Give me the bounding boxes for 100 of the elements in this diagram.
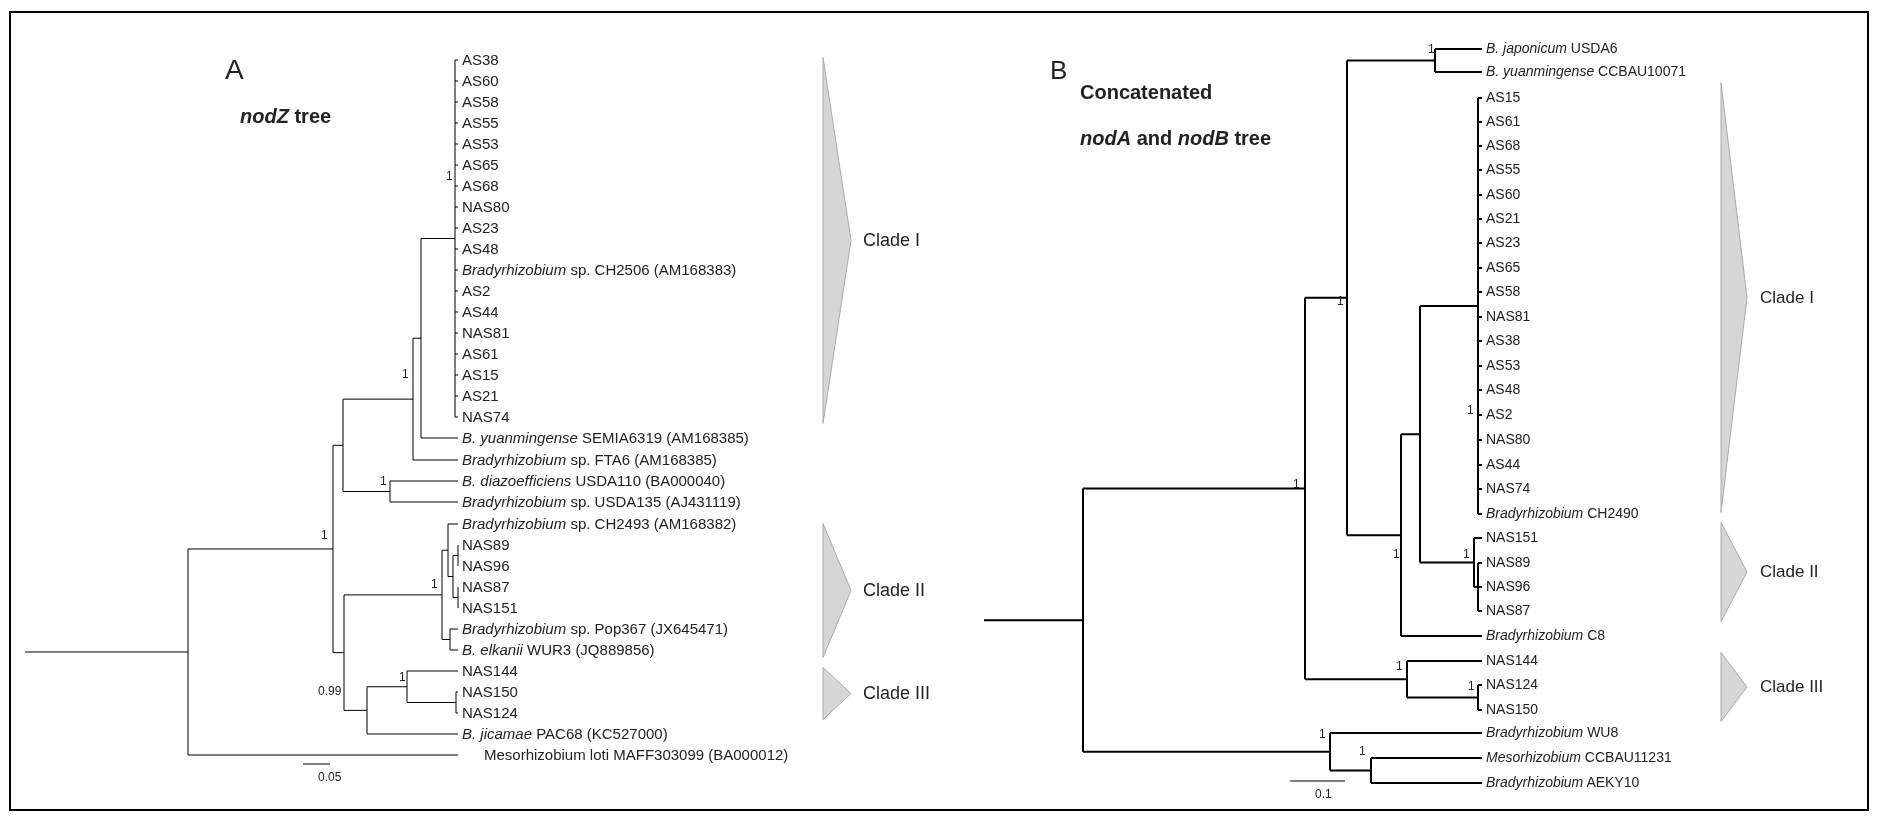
scale-label: 0.05 — [318, 771, 342, 785]
taxon-label: AS23 — [462, 219, 499, 237]
clade-triangle — [1720, 652, 1748, 722]
taxon-label: AS23 — [1486, 235, 1521, 251]
clade-label: Clade III — [863, 683, 931, 704]
taxon-label: AS2 — [462, 282, 491, 300]
taxon-label: NAS74 — [462, 408, 510, 426]
scale-label: 0.1 — [1315, 788, 1332, 802]
clade-triangle — [1720, 522, 1748, 622]
taxon-label: NAS144 — [1486, 653, 1539, 669]
taxon-label: Bradyrhizobium AEKY10 — [1486, 775, 1640, 791]
taxon-label: NAS87 — [1486, 603, 1531, 619]
taxon-label: AS21 — [462, 387, 499, 405]
taxon-label: B. diazoefficiens USDA110 (BA000040) — [462, 472, 726, 490]
taxon-label: Mesorhizobium CCBAU11231 — [1486, 750, 1672, 766]
clade-triangle — [822, 523, 852, 658]
taxon-label: Bradyrhizobium sp. CH2493 (AM168382) — [462, 515, 737, 533]
support-value: 1 — [399, 671, 406, 685]
tree-title: Concatenated — [1080, 81, 1213, 103]
support-value: 1 — [1467, 404, 1474, 418]
clade-label: Clade III — [1760, 677, 1824, 697]
taxon-label: AS44 — [1486, 457, 1521, 473]
taxon-label: NAS80 — [1486, 432, 1531, 448]
taxon-label: AS68 — [1486, 138, 1521, 154]
support-value: 1 — [1337, 295, 1344, 309]
taxon-label: Bradyrhizobium sp. FTA6 (AM168385) — [462, 451, 717, 469]
taxon-label: AS44 — [462, 303, 499, 321]
support-value: 1 — [431, 578, 438, 592]
taxon-label: Bradyrhizobium CH2490 — [1486, 506, 1639, 522]
taxon-label: B. jicamae PAC68 (KC527000) — [462, 725, 668, 743]
taxon-label: AS60 — [1486, 187, 1521, 203]
taxon-label: AS21 — [1486, 211, 1521, 227]
taxon-label: NAS74 — [1486, 481, 1531, 497]
taxon-label: NAS150 — [1486, 702, 1539, 718]
taxon-label: AS2 — [1486, 407, 1513, 423]
clade-triangle — [1720, 82, 1748, 513]
taxon-label: Bradyrhizobium sp. CH2506 (AM168383) — [462, 261, 737, 279]
clade-label: Clade I — [863, 230, 921, 251]
support-value: 1 — [1359, 745, 1366, 759]
taxon-label: NAS81 — [462, 324, 510, 342]
taxon-label: B. japonicum USDA6 — [1486, 41, 1618, 57]
taxon-label: NAS96 — [462, 557, 510, 575]
taxon-label: AS48 — [462, 240, 499, 258]
taxon-label: AS38 — [1486, 333, 1521, 349]
taxon-label: B. yuanmingense SEMIA6319 (AM168385) — [462, 429, 749, 447]
clade-label: Clade II — [863, 580, 926, 601]
taxon-label: B. yuanmingense CCBAU10071 — [1486, 64, 1686, 80]
support-value: 1 — [446, 170, 453, 184]
taxon-label: AS60 — [462, 72, 499, 90]
support-value: 1 — [380, 475, 387, 489]
taxon-label: NAS150 — [462, 683, 518, 701]
clade-label: Clade I — [1760, 288, 1814, 307]
clade-triangle — [822, 57, 852, 424]
taxon-label: AS61 — [462, 345, 499, 363]
taxon-label: NAS89 — [462, 536, 510, 554]
panel-letter: A — [225, 54, 244, 86]
taxon-label: AS55 — [462, 114, 499, 132]
clade-triangle — [822, 667, 852, 720]
taxon-label: AS48 — [1486, 382, 1521, 398]
tree-title: nodA and nodB tree — [1080, 127, 1272, 149]
taxon-label: AS61 — [1486, 114, 1521, 130]
taxon-label: AS58 — [1486, 284, 1521, 300]
support-value: 1 — [1428, 43, 1435, 57]
taxon-label: AS68 — [462, 177, 499, 195]
taxon-label: B. elkanii WUR3 (JQ889856) — [462, 641, 655, 659]
tree-title: nodZ tree — [240, 105, 332, 127]
taxon-label: Mesorhizobium loti MAFF303099 (BA000012) — [484, 746, 789, 764]
taxon-label: NAS81 — [1486, 309, 1531, 325]
taxon-label: NAS89 — [1486, 555, 1531, 571]
support-value: 1 — [1393, 548, 1400, 562]
taxon-label: AS55 — [1486, 162, 1521, 178]
taxon-label: Bradyrhizobium C8 — [1486, 628, 1606, 644]
clade-label: Clade II — [1760, 562, 1819, 582]
taxon-label: AS65 — [1486, 260, 1521, 276]
support-value: 1 — [1463, 548, 1470, 562]
support-value: 1 — [1319, 728, 1326, 742]
taxon-label: NAS144 — [462, 662, 518, 680]
taxon-label: AS15 — [1486, 90, 1521, 106]
taxon-label: Bradyrhizobium sp. Pop367 (JX645471) — [462, 620, 728, 638]
taxon-label: AS65 — [462, 156, 499, 174]
taxon-label: NAS96 — [1486, 579, 1531, 595]
support-value: 1 — [1468, 680, 1475, 694]
taxon-label: NAS151 — [1486, 530, 1539, 546]
taxon-label: NAS124 — [1486, 677, 1539, 693]
support-value: 0.99 — [318, 685, 342, 699]
taxon-label: AS15 — [462, 366, 499, 384]
support-value: 1 — [321, 529, 328, 543]
taxon-label: NAS124 — [462, 704, 518, 722]
taxon-label: AS53 — [1486, 358, 1521, 374]
taxon-label: Bradyrhizobium WU8 — [1486, 725, 1619, 741]
taxon-label: Bradyrhizobium sp. USDA135 (AJ431119) — [462, 493, 741, 511]
support-value: 1 — [402, 368, 409, 382]
taxon-label: AS53 — [462, 135, 499, 153]
support-value: 1 — [1293, 478, 1300, 492]
taxon-label: NAS151 — [462, 599, 518, 617]
taxon-label: AS38 — [462, 51, 499, 69]
support-value: 1 — [1396, 660, 1403, 674]
panel-letter: B — [1050, 55, 1068, 85]
taxon-label: AS58 — [462, 93, 499, 111]
taxon-label: NAS80 — [462, 198, 510, 216]
